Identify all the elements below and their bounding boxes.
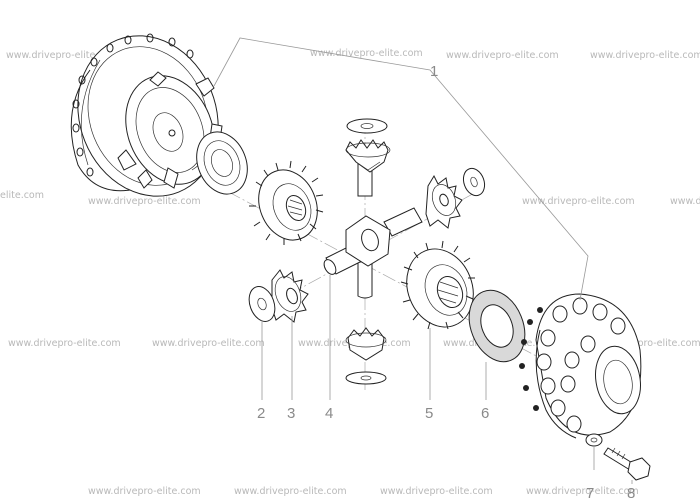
watermark: elite.com: [0, 190, 44, 201]
watermark: www.drivepro-elite.com: [88, 486, 201, 497]
pinion-gear-top: [345, 118, 391, 173]
case-half-left: [70, 33, 223, 197]
case-bolt: [603, 447, 651, 481]
watermark: www.drivep: [670, 196, 700, 207]
watermark: www.drivepro-elite.com: [234, 486, 347, 497]
watermark: www.drivepro-elite.com: [88, 196, 201, 207]
side-gear-left: [249, 160, 324, 245]
flange-studs: [519, 307, 543, 411]
watermark: www.drivepro-elite.com: [590, 50, 700, 61]
case-half-right: [519, 293, 642, 439]
pinion-gear-left: [271, 269, 309, 323]
callout-1: 1: [430, 63, 438, 80]
callout-8: 8: [627, 485, 635, 502]
watermark: www.drivepro-elite.com: [310, 48, 423, 59]
watermark: www.drivepro-elite.com: [522, 196, 635, 207]
watermark: www.drivepro-elite.com: [526, 486, 639, 497]
callout-7: 7: [586, 485, 594, 502]
callout-5: 5: [425, 405, 433, 422]
friction-thrust-washer: [468, 289, 526, 363]
pinion-washer-left: [248, 286, 276, 322]
watermark: www.drivepro-elite.com: [380, 486, 493, 497]
watermark: www.drivepro-elite.com: [8, 338, 121, 349]
watermark: www.drivepro-elite.com: [588, 338, 700, 349]
leader-lines: [213, 37, 633, 484]
callout-6: 6: [481, 405, 489, 422]
flange-bolt-holes: [72, 33, 194, 177]
pinion-gear-bottom: [345, 327, 387, 385]
callout-4: 4: [325, 405, 333, 422]
side-gear-thrust-washer: [196, 131, 248, 195]
watermark: www.drivepro-elite.com: [446, 50, 559, 61]
watermark: www.drivepro-elite.com: [152, 338, 265, 349]
callout-numbers: 1 2 3 4 5 6 7 8: [257, 63, 635, 502]
callout-2: 2: [257, 405, 265, 422]
watermark: www.drivepro-elite.com: [6, 50, 119, 61]
side-gear-right: [400, 240, 475, 330]
pinion-gear-right: [425, 167, 486, 229]
bolt-washer: [585, 433, 603, 447]
case-bolt-heads: [536, 297, 626, 433]
callout-3: 3: [287, 405, 295, 422]
